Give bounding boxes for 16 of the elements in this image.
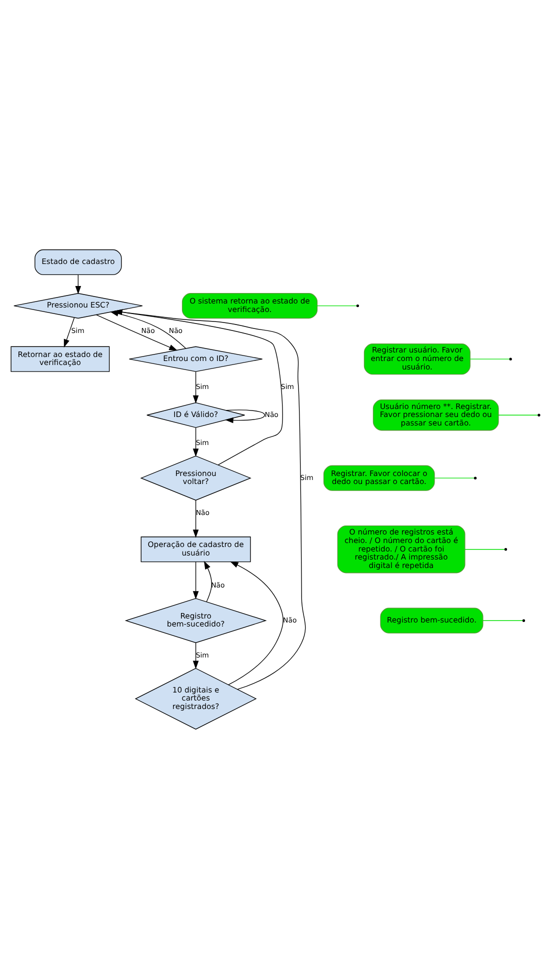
connector bbox=[470, 358, 510, 360]
connector bbox=[482, 620, 523, 621]
arrow bbox=[204, 560, 212, 602]
arrow bbox=[192, 371, 199, 404]
arrow bbox=[192, 427, 199, 457]
arrow bbox=[75, 274, 82, 294]
arrow bbox=[192, 500, 199, 538]
arrow bbox=[192, 562, 199, 600]
arrow bbox=[228, 561, 284, 686]
connector bbox=[498, 414, 538, 416]
arrow bbox=[192, 642, 199, 670]
connector bbox=[464, 549, 505, 550]
connector bbox=[316, 305, 357, 306]
arrow bbox=[64, 317, 75, 348]
arrow bbox=[225, 410, 266, 424]
arrow bbox=[96, 314, 178, 351]
